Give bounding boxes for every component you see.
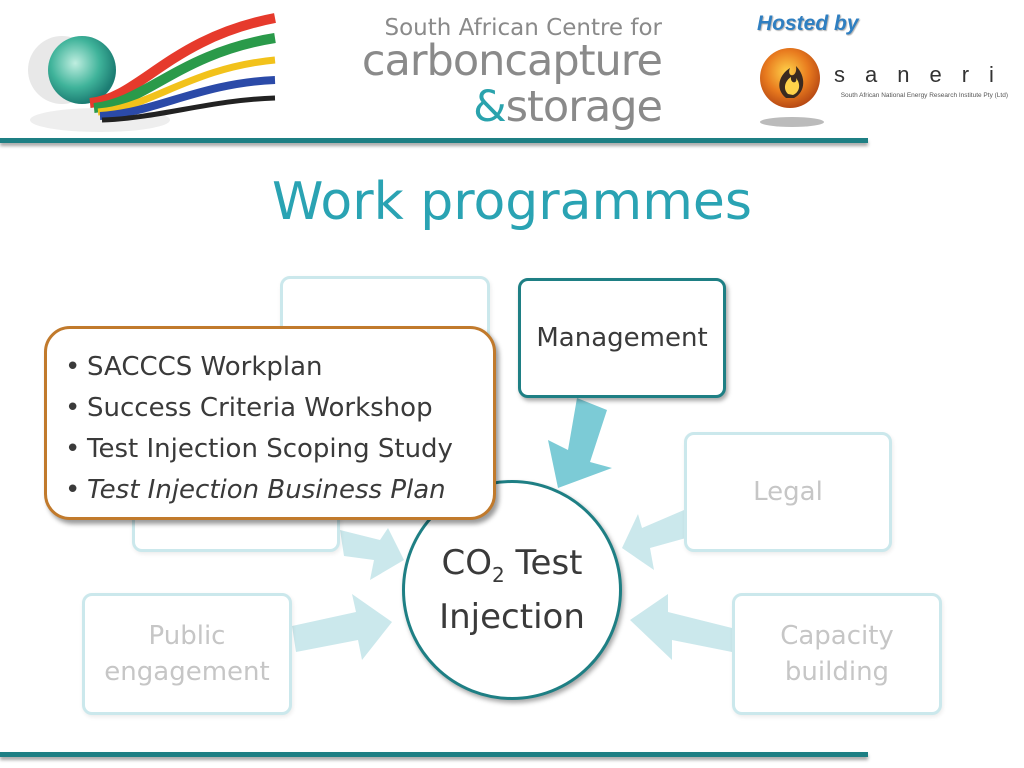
center-node-line1: CO2 Test (441, 543, 583, 587)
management-callout: •SACCCS Workplan •Success Criteria Works… (44, 326, 496, 520)
callout-item: •SACCCS Workplan (65, 352, 323, 382)
centre-name-line1: South African Centre for (384, 15, 662, 41)
arrow-legal (622, 510, 686, 570)
centre-name-line2: carboncapture &storage (300, 36, 663, 132)
arrow-public (292, 594, 392, 660)
saneri-subtitle: South African National Energy Research I… (840, 92, 1008, 99)
centre-name-carboncapture: carboncapture (361, 36, 663, 86)
node-legal[interactable]: Legal (684, 432, 892, 552)
callout-item: •Success Criteria Workshop (65, 393, 433, 423)
centre-name-storage: storage (505, 82, 663, 132)
arrow-capacity (630, 594, 732, 660)
sacccs-logo-icon (28, 13, 276, 132)
ampersand: & (473, 82, 507, 132)
arrow-left-node (340, 528, 404, 580)
slide-title: Work programmes (272, 172, 752, 232)
center-node-line2: Injection (439, 596, 585, 637)
callout-item: •Test Injection Scoping Study (65, 434, 453, 464)
hosted-by-label: Hosted by (757, 12, 859, 35)
saneri-wordmark: saneri (834, 62, 1014, 87)
header-divider (0, 138, 868, 143)
saneri-flame-icon (760, 48, 824, 127)
node-public-engagement[interactable]: Public engagement (82, 593, 292, 715)
arrow-management (548, 398, 612, 488)
node-capacity-building[interactable]: Capacity building (732, 593, 942, 715)
centre-name-storage-line: &storage (300, 82, 663, 132)
callout-item: •Test Injection Business Plan (65, 475, 446, 505)
callout-list: •SACCCS Workplan •Success Criteria Works… (65, 347, 493, 511)
node-management[interactable]: Management (518, 278, 726, 398)
footer-divider (0, 752, 868, 757)
